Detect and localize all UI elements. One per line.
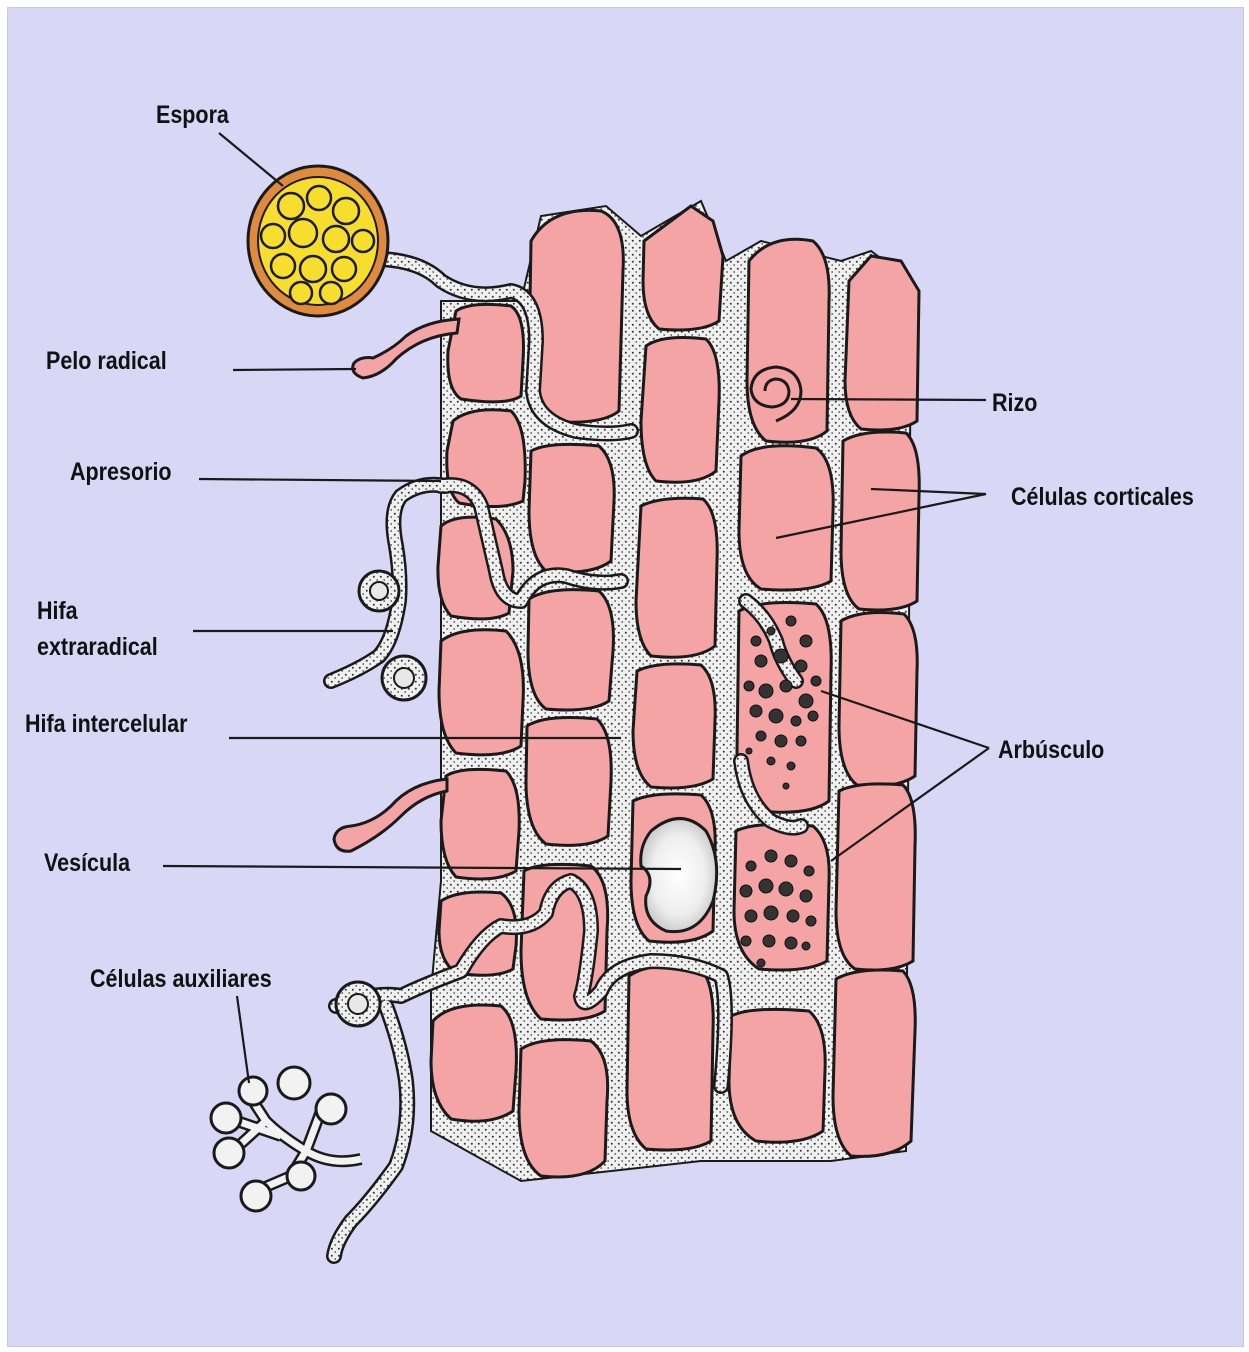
label-vesicula: Vesícula — [44, 847, 130, 879]
label-hifa-intercelular: Hifa intercelular — [25, 708, 187, 740]
vesicle — [641, 819, 717, 932]
spore — [248, 166, 388, 316]
diagram-panel: Espora Pelo radical Apresorio Hifa extra… — [7, 7, 1244, 1347]
label-celulas-corticales: Células corticales — [1011, 481, 1194, 513]
label-apresorio: Apresorio — [70, 456, 172, 488]
cortical-cells — [431, 206, 919, 1177]
label-arbusculo: Arbúsculo — [998, 734, 1104, 766]
label-hifa-extraradical-1: Hifa — [37, 595, 78, 627]
auxiliary-cells — [211, 1067, 361, 1211]
label-hifa-extraradical-2: extraradical — [37, 631, 158, 663]
label-pelo-radical: Pelo radical — [46, 345, 167, 377]
label-espora: Espora — [156, 99, 229, 131]
label-celulas-auxiliares: Células auxiliares — [90, 963, 272, 995]
mycorrhiza-diagram — [8, 8, 1243, 1346]
label-rizo: Rizo — [992, 387, 1037, 419]
